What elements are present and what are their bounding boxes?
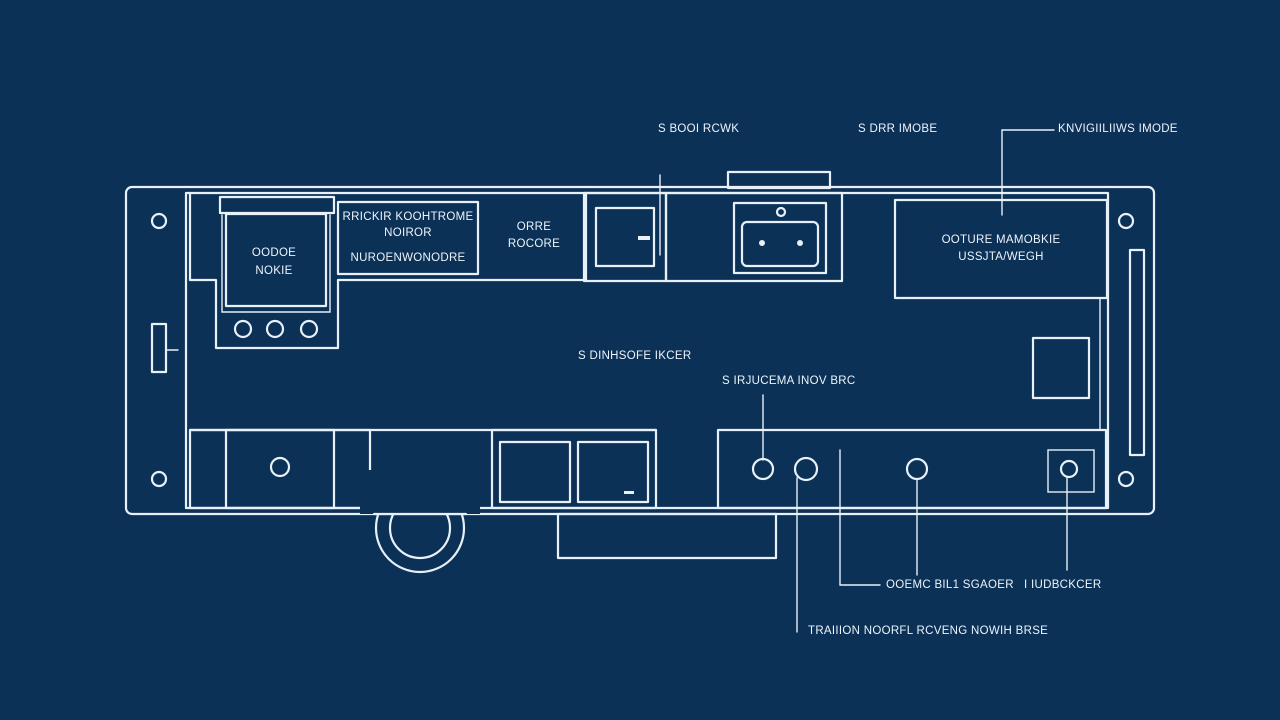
corner-bolt-bottom-right: [1117, 470, 1135, 488]
leader-bottom-1: [839, 449, 881, 586]
sink-counter: [664, 191, 844, 283]
lower-right-knob-2: [793, 456, 819, 482]
lower-right-knob-1: [751, 457, 775, 481]
wheel-mask: [360, 470, 480, 514]
room-left-closet-line-2: NOKIE: [255, 265, 293, 277]
upper-label-box: [336, 200, 480, 276]
roof-vent: [726, 170, 832, 190]
callout-top-3: KNVIGIILIIWS IMODE: [1058, 123, 1178, 135]
upper-left-partition: [188, 191, 588, 350]
right-panel-box: [1031, 336, 1091, 400]
corner-bolt-bottom-left: [150, 470, 168, 488]
room-right-block-line-2: USSJTA/WEGH: [958, 251, 1044, 263]
lower-left-knob: [269, 456, 291, 478]
hitch-door: [150, 322, 168, 374]
sink-knob-right: [797, 240, 803, 246]
lower-right-knob-4: [1059, 459, 1079, 479]
room-mid-line-1: ORRE: [516, 221, 552, 233]
cabinet-handle: [638, 236, 650, 240]
burner-2: [265, 319, 285, 339]
room-upper-block-line-1: RRICKIR KOOHTROME: [342, 211, 474, 223]
sink-outer: [732, 201, 828, 275]
corner-bolt-top-left: [150, 212, 168, 230]
lower-mid-cabinet: [490, 428, 658, 510]
lower-right-cabinet: [716, 428, 1108, 510]
lower-right-knob-3: [905, 457, 929, 481]
lower-mid-door-right: [576, 440, 650, 504]
leader-top-3: [1001, 129, 1055, 216]
faucet: [775, 206, 787, 218]
closet-header: [218, 195, 336, 215]
callout-bottom-1: OOEMC BIL1 SGAOER: [886, 579, 1014, 591]
sink-knob-left: [759, 240, 765, 246]
lower-left-cabinet: [188, 428, 372, 510]
corner-bolt-top-right: [1117, 212, 1135, 230]
closet-box: [224, 212, 328, 308]
lower-left-door: [224, 428, 336, 510]
callout-bottom-3: TRAIIION NOORFL RCVENG NOWIH BRSE: [808, 625, 1049, 637]
room-left-closet-line-1: OODOE: [251, 247, 297, 259]
sink-basin: [740, 220, 820, 268]
callout-center: S DINHSOFE IKCER: [578, 350, 692, 362]
lower-right-panel: [1047, 449, 1095, 493]
lower-mid-door-left: [498, 440, 572, 504]
room-mid-line-2: ROCORE: [507, 238, 561, 250]
closet-frame: [221, 214, 331, 313]
callout-center-2: S IRJUCEMA INOV BRC: [722, 375, 856, 387]
entry-step: [556, 512, 778, 560]
mid-cabinet-door: [594, 206, 656, 268]
room-upper-block-line-3: NUROENWONODRE: [350, 252, 466, 264]
room-upper-block-line-2: NOIROR: [384, 227, 432, 239]
burner-3: [299, 319, 319, 339]
room-right-block-line-1: OOTURE MAMOBKIE: [941, 234, 1061, 246]
burner-1: [233, 319, 253, 339]
callout-top-1: S BOOI RCWK: [658, 123, 740, 135]
callout-top-2: S DRR IMOBE: [858, 123, 938, 135]
lower-mid-handle: [624, 491, 634, 494]
upper-right-block: [893, 198, 1109, 300]
callout-bottom-2: I IUDBCKCER: [1024, 579, 1102, 591]
rear-panel: [1128, 248, 1146, 457]
